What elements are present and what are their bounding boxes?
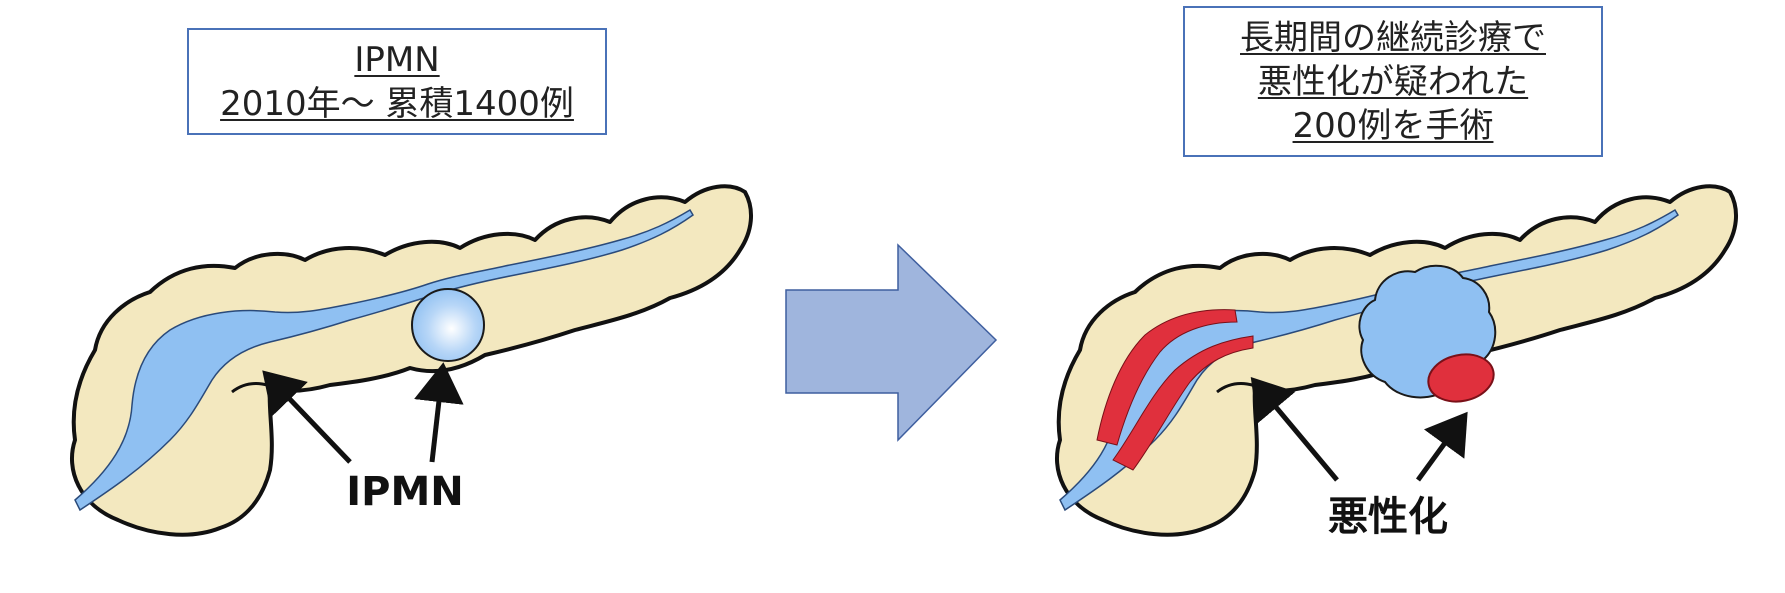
left-arrow-to-cyst bbox=[414, 362, 464, 463]
right-malignant-duct-lower bbox=[1112, 335, 1254, 471]
right-arrow-to-duct bbox=[1250, 377, 1339, 482]
left-callout-label: IPMN bbox=[346, 469, 463, 515]
left-branch-cyst bbox=[411, 288, 485, 362]
right-label-line-1: 長期間の継続診療で bbox=[1240, 17, 1546, 58]
right-arrow-to-cyst bbox=[1415, 411, 1468, 482]
left-pancreas bbox=[70, 184, 753, 537]
left-label-line-1: IPMN bbox=[354, 39, 440, 80]
right-callout-label: 悪性化 bbox=[1328, 494, 1448, 540]
progression-arrow bbox=[785, 243, 998, 442]
right-label-line-2: 悪性化が疑われた bbox=[1257, 61, 1529, 102]
right-malignant-duct-upper bbox=[1096, 309, 1238, 446]
left-label-line-2: 2010年〜 累積1400例 bbox=[220, 83, 574, 124]
right-malignant-nodule bbox=[1427, 353, 1495, 403]
right-label-box: 長期間の継続診療で 悪性化が疑われた 200例を手術 bbox=[1183, 6, 1603, 157]
left-arrow-to-duct bbox=[262, 370, 352, 464]
right-pancreas bbox=[1055, 184, 1738, 537]
right-label-line-3: 200例を手術 bbox=[1292, 105, 1494, 146]
left-label-box: IPMN 2010年〜 累積1400例 bbox=[187, 28, 607, 135]
left-main-duct bbox=[74, 208, 694, 512]
